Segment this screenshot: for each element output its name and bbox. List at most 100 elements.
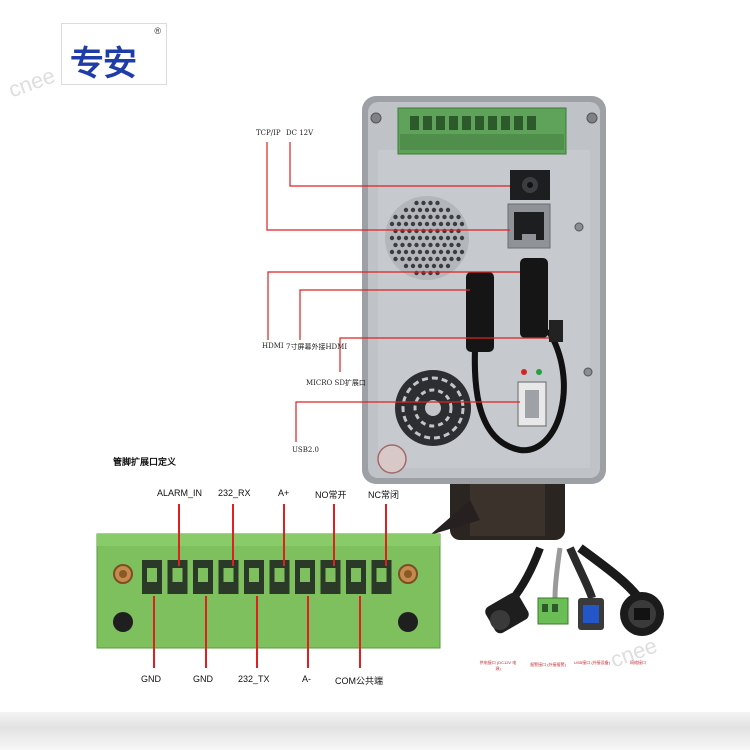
cable-label-usb: USB接口 (外接设备) [574, 660, 610, 665]
speaker-hole [410, 207, 416, 213]
tripod-mount [430, 470, 565, 540]
speaker-hole [442, 242, 447, 248]
speaker-hole [431, 249, 437, 255]
pin-socket-slot [325, 568, 336, 582]
pin-label-nc: NC常闭 [368, 490, 399, 500]
pin-label-no: NO常开 [315, 490, 347, 500]
speaker-hole [421, 214, 426, 220]
speaker-hole [414, 214, 419, 220]
label-tcp-ip: TCP/IP [256, 129, 281, 137]
dc-power-jack [510, 170, 550, 200]
speaker-hole [421, 256, 426, 262]
pin-terminal-block [96, 533, 441, 649]
speaker-hole [407, 242, 412, 248]
speaker-hole [396, 249, 402, 255]
speaker-hole [407, 214, 412, 220]
hdmi-cables [471, 289, 567, 454]
pin-label-232-rx: 232_RX [218, 488, 251, 498]
speaker-hole [431, 207, 437, 213]
speaker-hole [389, 235, 395, 241]
label-dc-12v: DC 12V [286, 129, 314, 137]
label-screen-hdmi: 7寸屏幕外接HDMI [286, 343, 348, 351]
speaker-hole [417, 263, 423, 269]
speaker-hole [414, 242, 419, 248]
pin-socket-slot [274, 568, 285, 582]
speaker-hole [459, 221, 465, 227]
annotation-lines [266, 142, 549, 442]
speaker-hole [400, 242, 405, 248]
pin-label-gnd-1: GND [141, 674, 161, 684]
speaker-hole [424, 207, 430, 213]
usb-port [517, 381, 547, 427]
registered-mark: ® [154, 26, 161, 36]
bottom-bar [0, 712, 750, 750]
speaker-hole [400, 214, 405, 220]
pin-leader-lines [153, 504, 387, 668]
speaker-hole [403, 263, 409, 269]
speaker-hole [445, 263, 451, 269]
pin-label-gnd-2: GND [193, 674, 213, 684]
speaker-hole [428, 214, 433, 220]
speaker-hole [449, 214, 454, 220]
speaker-hole [396, 235, 402, 241]
speaker-hole [421, 242, 426, 248]
speaker-hole [410, 249, 416, 255]
hdmi-connectors [466, 258, 548, 352]
speaker-hole [393, 256, 398, 262]
speaker-hole [431, 235, 437, 241]
speaker-hole [459, 235, 465, 241]
speaker-hole [428, 256, 433, 262]
speaker-hole [438, 221, 444, 227]
speaker-hole [396, 221, 402, 227]
cable-label-alarm: 报警接口 (外接报警) [530, 662, 566, 667]
label-hdmi: HDMI [262, 342, 284, 350]
speaker-hole [393, 214, 398, 220]
speaker-hole [445, 235, 451, 241]
led-green [536, 369, 542, 375]
pin-label-a-minus: A- [302, 674, 311, 684]
speaker-hole [431, 221, 437, 227]
pin-label-a-plus: A+ [278, 488, 290, 498]
pin-socket-slot [249, 568, 259, 582]
label-micro-sd: MICRO SD扩展口 [306, 379, 366, 387]
cable-connectors [485, 544, 664, 636]
pin-socket-slot [300, 568, 310, 582]
speaker-hole [389, 221, 395, 227]
speaker-hole [445, 221, 451, 227]
speaker-hole [435, 256, 440, 262]
brand-logo: 专安 ® [62, 24, 166, 84]
speaker-hole [400, 256, 405, 262]
ethernet-port [507, 203, 551, 249]
speaker-hole [410, 263, 416, 269]
speaker-hole [403, 249, 409, 255]
speaker-hole [414, 200, 419, 206]
speaker-hole [428, 200, 433, 206]
speaker-hole [417, 207, 423, 213]
speaker-hole [424, 249, 430, 255]
logo-text: 专安 [70, 44, 137, 84]
pin-socket-slot [351, 568, 361, 582]
speaker-hole [449, 242, 454, 248]
speaker-hole [414, 256, 419, 262]
speaker-hole [459, 249, 465, 255]
label-usb2: USB2.0 [292, 446, 319, 454]
pin-socket-slot [198, 568, 208, 582]
speaker-hole [407, 256, 412, 262]
speaker-hole [410, 235, 416, 241]
pin-socket-slot [376, 568, 387, 582]
speaker-hole [410, 221, 416, 227]
micro-sd-slot [549, 320, 563, 342]
speaker-hole [424, 263, 430, 269]
speaker-hole [435, 214, 440, 220]
speaker-hole [393, 242, 398, 248]
speaker-hole [442, 256, 447, 262]
speaker-hole [435, 200, 440, 206]
speaker-hole [403, 235, 409, 241]
pin-socket-slot [223, 568, 234, 582]
cooling-fan [395, 370, 471, 446]
pin-section-title: 管脚扩展口定义 [113, 457, 177, 467]
pin-label-com: COM公共端 [335, 676, 383, 686]
speaker-holes [389, 200, 465, 276]
pin-socket-slot [147, 568, 157, 582]
speaker-hole [417, 249, 423, 255]
